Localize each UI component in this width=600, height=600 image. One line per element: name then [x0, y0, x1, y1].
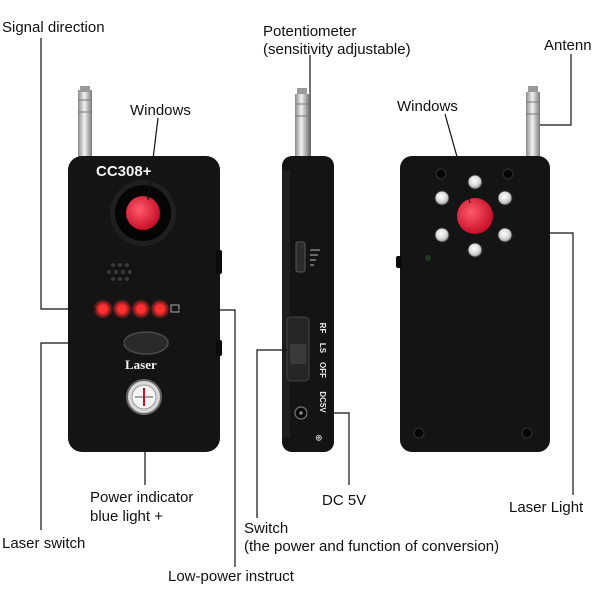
- front-lens-window: [126, 196, 160, 230]
- speaker-grille: [107, 263, 132, 281]
- label-windows-back: Windows: [397, 98, 458, 115]
- laser-switch-button[interactable]: [123, 331, 169, 355]
- svg-text:OFF: OFF: [318, 362, 327, 378]
- svg-text:RF: RF: [318, 323, 327, 334]
- laser-button-text: Laser: [125, 357, 157, 372]
- back-antenna: [526, 86, 540, 158]
- label-power-indicator-sub: blue light +: [90, 508, 163, 525]
- svg-text:LS: LS: [318, 343, 327, 354]
- svg-text:DC5V: DC5V: [318, 391, 327, 413]
- svg-text:⊕: ⊕: [313, 434, 323, 442]
- model-label: CC308+: [96, 163, 152, 180]
- label-windows-front: Windows: [130, 102, 191, 119]
- back-lens-window: [457, 198, 493, 234]
- switch-marks: RF LS OFF DC5V: [318, 323, 327, 414]
- label-low-power: Low-power instruct: [168, 568, 294, 585]
- label-laser-light: Laser Light: [509, 499, 584, 516]
- label-potentiometer: Potentiometer: [263, 23, 357, 40]
- label-power-indicator: Power indicator: [90, 489, 194, 506]
- callout-lines: [40, 38, 574, 567]
- label-laser-switch: Laser switch: [2, 535, 86, 552]
- side-antenna: [295, 88, 309, 158]
- front-device: CC308+ Laser: [68, 86, 222, 452]
- potentiometer-wheel[interactable]: [295, 241, 306, 273]
- side-device: RF LS OFF DC5V ⊕: [282, 88, 334, 452]
- label-signal-direction: Signal direction: [2, 19, 105, 36]
- label-dc-5v: DC 5V: [322, 492, 367, 509]
- laser-light-leds: [434, 174, 513, 258]
- label-switch-sub: (the power and function of conversion): [244, 538, 500, 555]
- label-antenn: Antenn: [544, 37, 592, 54]
- label-switch: Switch: [244, 520, 289, 537]
- label-potentiometer-sub: (sensitivity adjustable): [263, 41, 411, 58]
- back-device: [396, 86, 550, 452]
- front-antenna: [78, 86, 92, 158]
- signal-leds: [93, 299, 180, 319]
